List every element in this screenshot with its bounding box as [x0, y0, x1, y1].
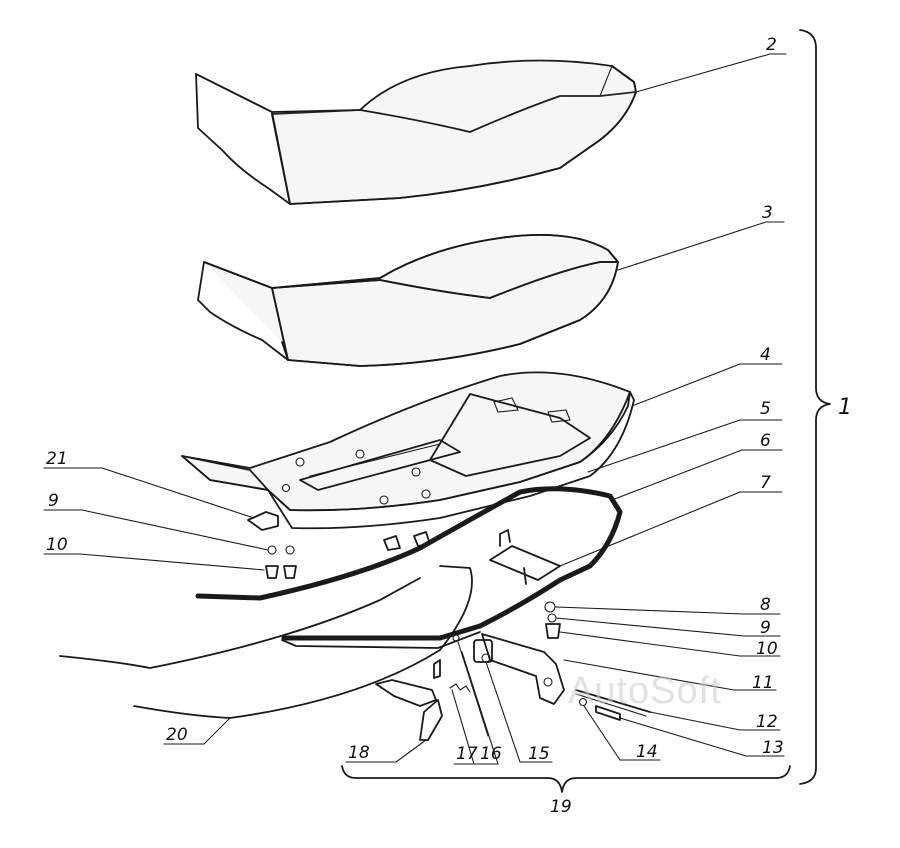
brace-assembly-19 [341, 765, 791, 793]
callout-10-left: 10 [46, 535, 68, 555]
seat-cover [195, 59, 637, 205]
callout-2: 2 [766, 35, 777, 55]
callout-8: 8 [760, 595, 771, 615]
watermark-text: AutoSoft [568, 670, 722, 712]
callout-7: 7 [760, 473, 771, 493]
callout-9-left: 9 [48, 491, 59, 511]
callout-21: 21 [46, 449, 68, 469]
callout-10-right: 10 [756, 639, 778, 659]
lock-mechanism [375, 633, 651, 741]
callout-4: 4 [760, 345, 771, 365]
callout-9-right: 9 [760, 618, 771, 638]
callout-6: 6 [760, 431, 771, 451]
callout-16: 16 [480, 744, 502, 764]
fasteners [247, 511, 561, 639]
callout-labels: 1 2 3 4 5 6 7 8 9 9 10 10 11 12 13 14 15… [46, 35, 852, 817]
seal-strip [195, 486, 623, 649]
bracket [489, 529, 561, 585]
callout-1: 1 [838, 395, 852, 420]
leader-lines [43, 53, 787, 765]
callout-14: 14 [636, 742, 658, 762]
callout-12: 12 [756, 712, 778, 732]
callout-11: 11 [752, 673, 774, 693]
callout-5: 5 [760, 399, 771, 419]
bottom-panel [59, 565, 473, 719]
callout-15: 15 [528, 744, 550, 764]
callout-17: 17 [456, 744, 478, 764]
seat-base [181, 371, 635, 530]
callout-13: 13 [762, 738, 784, 758]
callout-18: 18 [348, 743, 370, 763]
callout-20: 20 [166, 725, 188, 745]
brace-assembly-1 [799, 29, 831, 785]
callout-19: 19 [550, 797, 572, 817]
foam-pad [197, 234, 619, 367]
callout-3: 3 [762, 203, 773, 223]
